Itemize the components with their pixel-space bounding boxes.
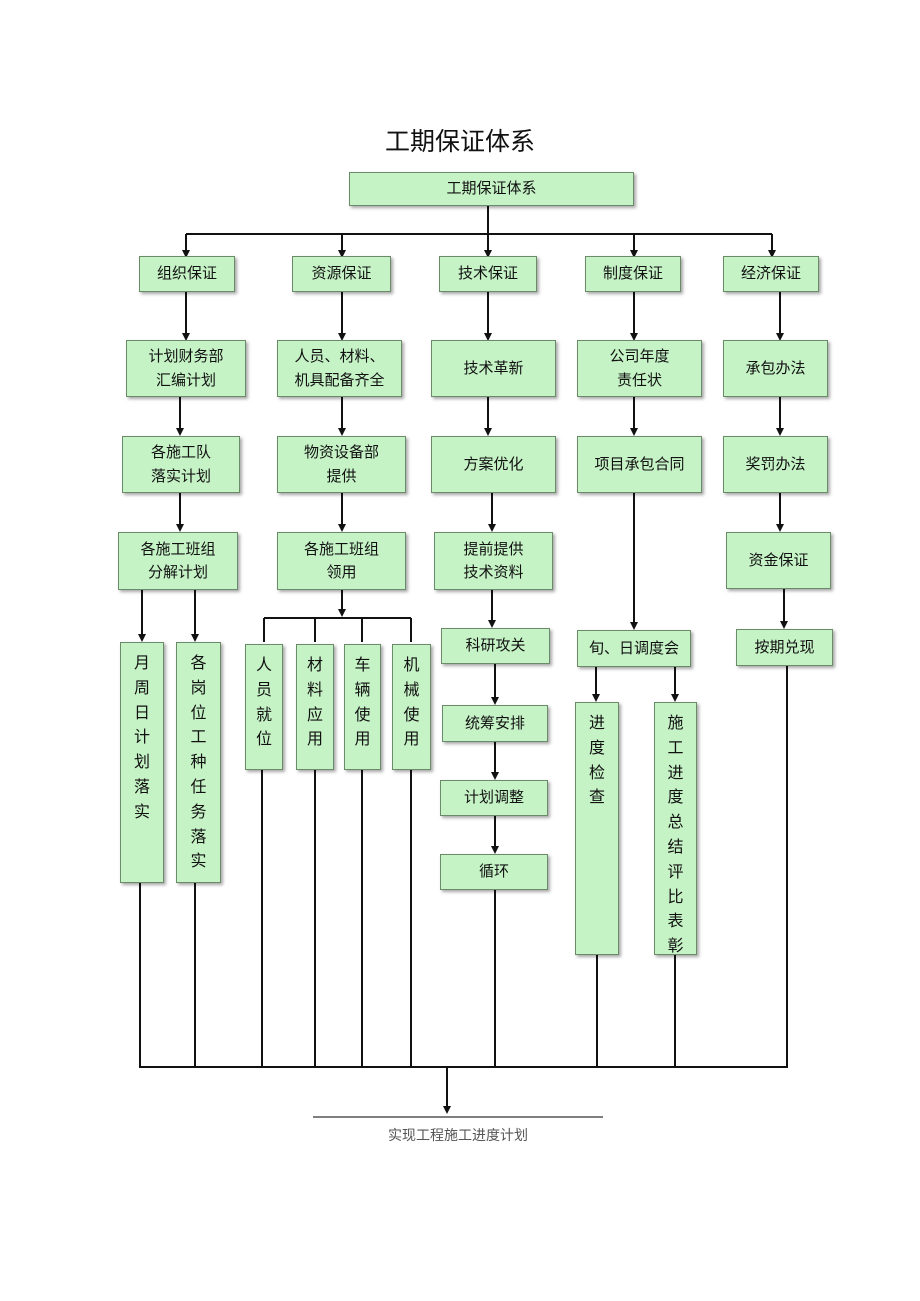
tech-step-3: 提前提供 技术资料 — [434, 532, 553, 590]
sys-step-3: 旬、日调度会 — [577, 630, 691, 667]
resource-guarantee-box: 资源保证 — [292, 256, 391, 292]
sys-step-4b: 施 工 进 度 总 结 评 比 表 彰 — [654, 702, 697, 955]
org-step-1: 计划财务部 汇编计划 — [126, 340, 246, 397]
tech-step-4: 科研攻关 — [441, 628, 550, 664]
system-guarantee-box: 制度保证 — [585, 256, 681, 292]
res-step-2: 物资设备部 提供 — [277, 436, 406, 493]
eco-step-4: 按期兑现 — [736, 629, 833, 666]
org-step-4a: 月 周 日 计 划 落 实 — [120, 642, 164, 883]
res-step-1: 人员、材料、 机具配备齐全 — [277, 340, 402, 397]
tech-step-6: 计划调整 — [440, 780, 548, 816]
tech-step-5: 统筹安排 — [442, 705, 548, 742]
org-step-3: 各施工班组 分解计划 — [118, 532, 238, 590]
result-label: 实现工程施工进度计划 — [388, 1128, 528, 1144]
root-box: 工期保证体系 — [349, 172, 634, 206]
tech-step-2: 方案优化 — [431, 436, 556, 493]
sys-step-4a: 进 度 检 查 — [575, 702, 619, 955]
economic-guarantee-box: 经济保证 — [723, 256, 819, 292]
tech-step-1: 技术革新 — [431, 340, 556, 397]
sys-step-1: 公司年度 责任状 — [577, 340, 702, 397]
eco-step-2: 奖罚办法 — [723, 436, 828, 493]
tech-guarantee-box: 技术保证 — [439, 256, 537, 292]
res-step-4b: 材 料 应 用 — [296, 644, 334, 770]
res-step-4d: 机 械 使 用 — [392, 644, 431, 770]
page-title: 工期保证体系 — [384, 127, 535, 156]
res-step-3: 各施工班组 领用 — [277, 532, 406, 590]
sys-step-2: 项目承包合同 — [577, 436, 702, 493]
eco-step-3: 资金保证 — [726, 532, 831, 589]
tech-step-7: 循环 — [440, 854, 548, 890]
org-step-4b: 各 岗 位 工 种 任 务 落 实 — [176, 642, 221, 883]
res-step-4c: 车 辆 使 用 — [344, 644, 381, 770]
eco-step-1: 承包办法 — [723, 340, 828, 397]
org-guarantee-box: 组织保证 — [139, 256, 235, 292]
org-step-2: 各施工队 落实计划 — [122, 436, 240, 493]
res-step-4a: 人 员 就 位 — [245, 644, 283, 770]
